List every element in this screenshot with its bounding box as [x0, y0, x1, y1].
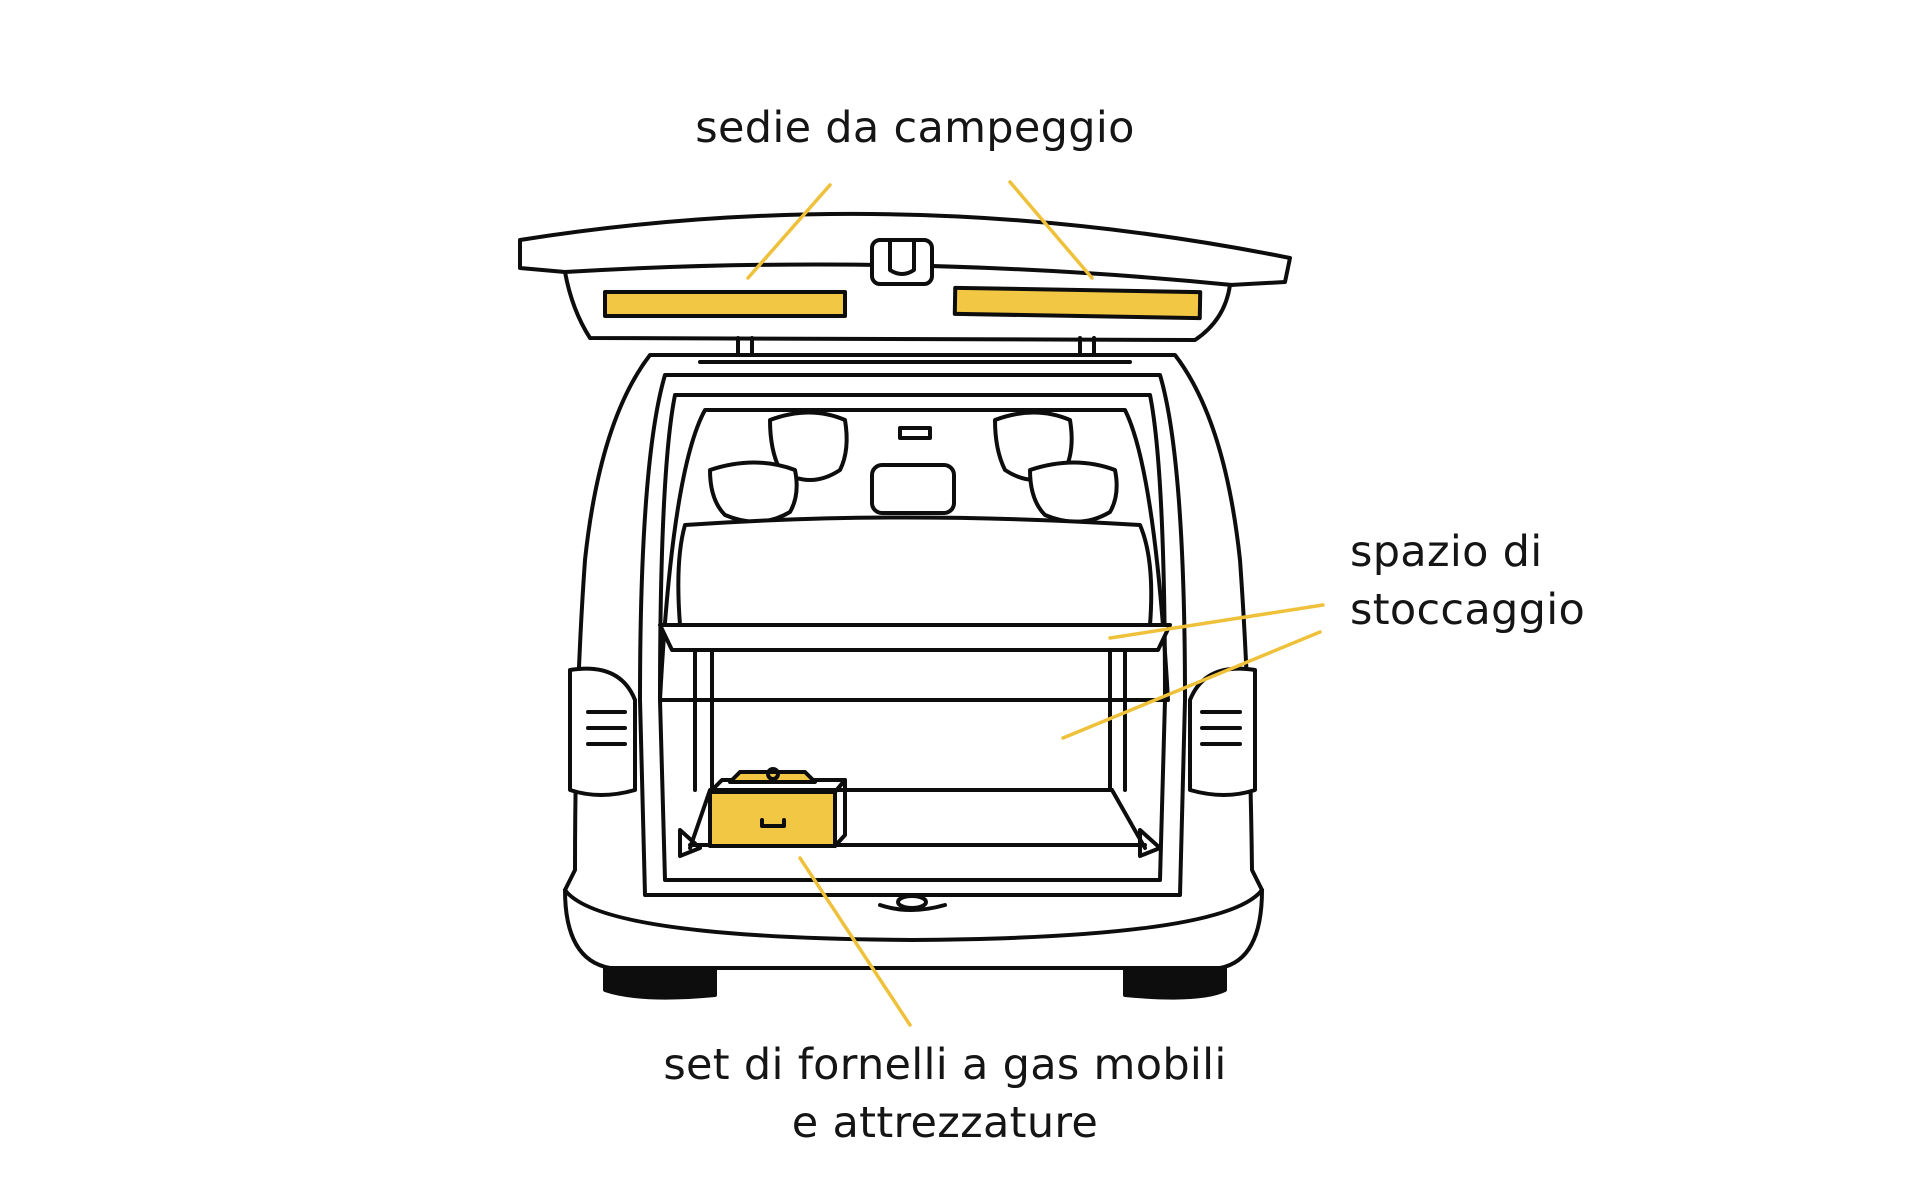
van-body — [563, 353, 1264, 1000]
leader-chairs-left — [746, 183, 832, 280]
label-gas-stove-line1: set di fornelli a gas mobili — [663, 1040, 1227, 1090]
camping-chairs — [603, 285, 1203, 321]
leader-storage-space — [1061, 630, 1322, 740]
gas-stove-box — [708, 767, 847, 848]
leader-gas-stove — [798, 856, 912, 1027]
leader-storage-shelf — [1108, 603, 1325, 640]
seats — [676, 410, 1154, 627]
leader-lines — [746, 180, 1325, 1027]
tailgate — [518, 211, 1292, 358]
label-storage-line1: spazio di — [1350, 527, 1543, 577]
label-gas-stove-line2: e attrezzature — [791, 1098, 1099, 1148]
label-storage-line2: stoccaggio — [1350, 585, 1586, 635]
label-camping-chairs: sedie da campeggio — [695, 103, 1135, 153]
leader-chairs-right — [1008, 180, 1094, 280]
